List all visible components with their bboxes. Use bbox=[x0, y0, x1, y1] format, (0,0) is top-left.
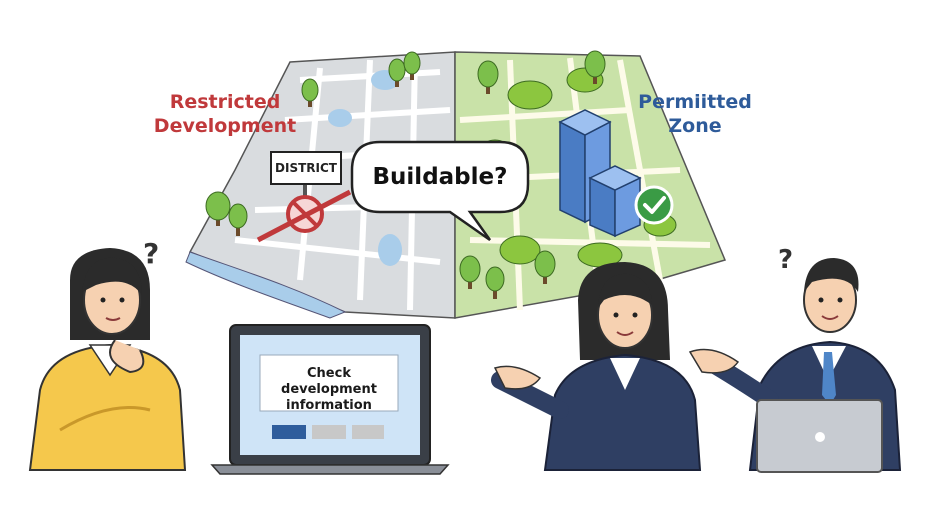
laptop-button-idle bbox=[352, 425, 384, 439]
laptop-button-idle bbox=[312, 425, 346, 439]
question-mark-icon: ? bbox=[143, 237, 159, 270]
sign-post bbox=[303, 184, 307, 204]
city-map bbox=[185, 50, 727, 319]
blue-buildings bbox=[558, 109, 642, 238]
logo-dot-icon bbox=[815, 432, 825, 442]
speech-bubble-text: Buildable? bbox=[372, 164, 508, 190]
restricted-development-label: Restricted Development bbox=[150, 90, 300, 138]
restricted-label-line1: Restricted bbox=[169, 91, 281, 113]
svg-text:?: ? bbox=[143, 237, 159, 270]
man-with-laptop bbox=[688, 258, 902, 473]
checkmark-icon bbox=[634, 185, 674, 225]
prohibited-sign-icon bbox=[256, 189, 352, 243]
river bbox=[185, 251, 347, 319]
question-mark-icon: ? bbox=[778, 245, 793, 275]
thinking-woman bbox=[28, 248, 187, 471]
laptop-screen-line1: Check development bbox=[281, 366, 377, 397]
permitted-zone-label: Permiitted Zone bbox=[620, 90, 770, 138]
trees bbox=[205, 50, 606, 299]
laptop-button-active bbox=[272, 425, 306, 439]
laptop-screen-text: Check development information bbox=[262, 366, 396, 414]
svg-text:?: ? bbox=[778, 245, 793, 275]
presenting-woman bbox=[491, 262, 702, 471]
district-sign-text: DISTRICT bbox=[275, 161, 337, 175]
laptop-screen-line2: information bbox=[286, 398, 372, 413]
restricted-label-line2: Development bbox=[153, 115, 297, 137]
pond bbox=[328, 109, 352, 127]
speech-bubble bbox=[350, 140, 530, 242]
pond bbox=[378, 234, 402, 266]
permitted-label-line1: Permiitted bbox=[638, 91, 752, 113]
center-laptop bbox=[210, 324, 450, 475]
district-sign-board bbox=[270, 151, 342, 185]
permitted-label-line2: Zone bbox=[668, 115, 722, 137]
